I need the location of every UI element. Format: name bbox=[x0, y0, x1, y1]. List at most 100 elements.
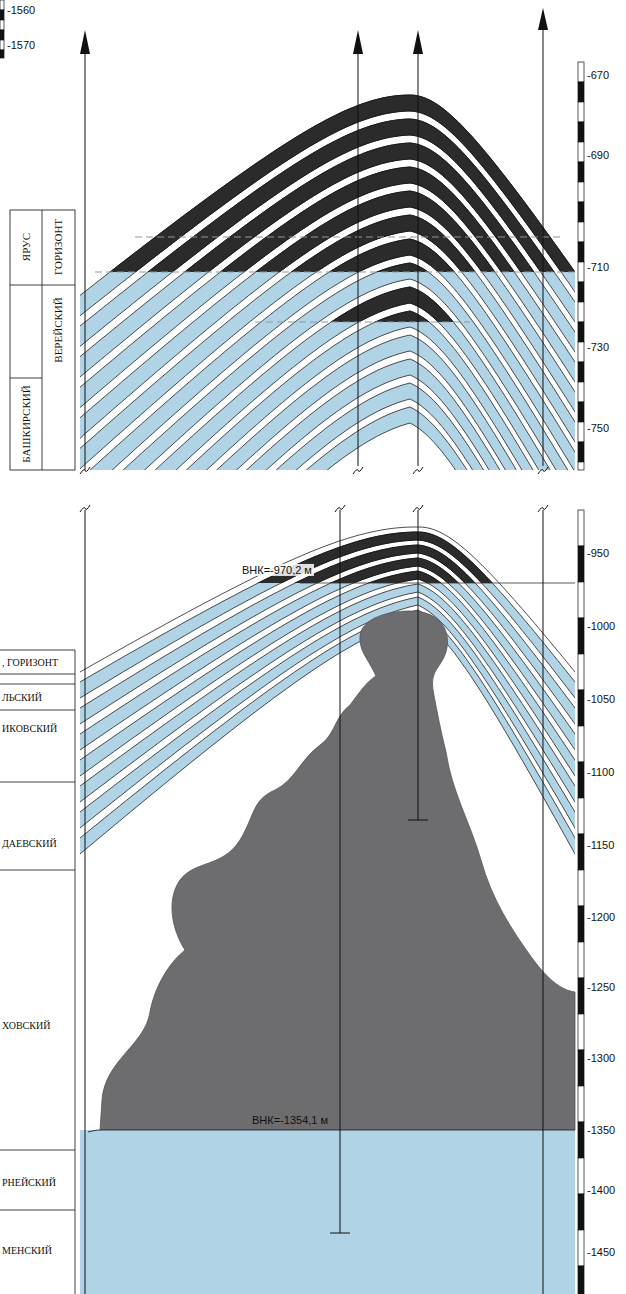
horizon-name: ИКОВСКИЙ bbox=[2, 723, 57, 734]
scale-segment bbox=[578, 1194, 584, 1230]
scale-segment bbox=[578, 582, 584, 618]
scale-segment bbox=[578, 462, 584, 470]
scale-segment bbox=[578, 222, 584, 242]
oil-layer bbox=[255, 311, 470, 322]
scale-segment bbox=[578, 870, 584, 906]
scale-segment bbox=[578, 834, 584, 870]
scale-segment bbox=[0, 20, 4, 30]
scale-segment bbox=[578, 762, 584, 798]
depth-value: -1300 bbox=[587, 1052, 615, 1064]
scale-segment bbox=[578, 690, 584, 726]
depth-value: -1100 bbox=[587, 766, 614, 778]
scale-segment bbox=[578, 1086, 584, 1122]
scale-segment bbox=[0, 10, 4, 20]
wells bbox=[85, 28, 543, 1294]
layers-top bbox=[80, 95, 575, 470]
scale-segment bbox=[578, 142, 584, 162]
scale-segment bbox=[578, 1158, 584, 1194]
strat-table bbox=[0, 210, 75, 1294]
scale-segment bbox=[578, 1050, 584, 1086]
scale-segment bbox=[578, 442, 584, 462]
scale-segment bbox=[578, 942, 584, 978]
depth-value: -1450 bbox=[587, 1246, 615, 1258]
scale-segment bbox=[578, 798, 584, 834]
scale-segment bbox=[578, 282, 584, 302]
scale-segment bbox=[578, 102, 584, 122]
contact-line bbox=[300, 583, 575, 584]
scale-segment bbox=[578, 82, 584, 102]
well-arrows bbox=[80, 8, 548, 54]
depth-value: -1000 bbox=[587, 620, 615, 632]
depth-value: -1250 bbox=[587, 981, 615, 993]
scale-segment bbox=[578, 322, 584, 342]
scale-segment bbox=[578, 302, 584, 322]
oil-layer bbox=[80, 215, 575, 272]
table-header: , ГОРИЗОНТ bbox=[2, 657, 58, 668]
depth-value: -750 bbox=[587, 422, 609, 434]
depth-value: -710 bbox=[587, 261, 609, 273]
reef-base-line bbox=[88, 1130, 575, 1132]
depth-value: -730 bbox=[587, 341, 609, 353]
scale-segment bbox=[578, 510, 584, 546]
oil-layer bbox=[80, 558, 575, 583]
water-zone bbox=[80, 1130, 575, 1294]
scale-segment bbox=[0, 0, 4, 10]
scale-segment bbox=[578, 546, 584, 582]
scale-segment bbox=[578, 182, 584, 202]
horizon-name: ДАЕВСКИЙ bbox=[2, 838, 57, 849]
scale-segment bbox=[578, 1230, 584, 1266]
scale-segment bbox=[578, 906, 584, 942]
scale-segment bbox=[578, 162, 584, 182]
oil-layer bbox=[80, 571, 575, 583]
depth-value: -670 bbox=[587, 69, 609, 81]
stage-name: БАШКИРСКИЙ bbox=[20, 385, 32, 462]
break-marks bbox=[80, 467, 548, 512]
depth-value: -690 bbox=[587, 149, 609, 161]
horizon-name: ХОВСКИЙ bbox=[2, 1020, 50, 1031]
scale-segment bbox=[578, 978, 584, 1014]
scale-segment bbox=[578, 618, 584, 654]
horizon-name: ВЕРЕЙСКИЙ bbox=[52, 297, 64, 362]
depth-value: -1570 bbox=[7, 39, 35, 51]
scale-segment bbox=[0, 50, 4, 58]
scale-segment bbox=[578, 726, 584, 762]
scale-segment bbox=[578, 422, 584, 442]
table-header: ГОРИЗОНТ bbox=[52, 219, 64, 275]
scale-segment bbox=[578, 362, 584, 382]
oil-layer bbox=[255, 287, 470, 322]
scale-segment bbox=[0, 40, 4, 50]
horizon-name: МЕНСКИЙ bbox=[2, 1245, 52, 1256]
depth-scales bbox=[0, 0, 584, 1294]
depth-value: -1400 bbox=[587, 1184, 615, 1196]
scale-segment bbox=[578, 262, 584, 282]
scale-segment bbox=[578, 1122, 584, 1158]
contact-label: ВНК=-1354,1 м bbox=[252, 1114, 328, 1126]
depth-value: -1150 bbox=[587, 839, 614, 851]
depth-value: -1560 bbox=[7, 4, 35, 16]
scale-segment bbox=[578, 402, 584, 422]
scale-segment bbox=[578, 654, 584, 690]
water-layer bbox=[80, 407, 575, 470]
depth-value: -1200 bbox=[587, 911, 615, 923]
scale-segment bbox=[578, 1014, 584, 1050]
oil-layer bbox=[80, 239, 575, 272]
horizon-name: РНЕЙСКИЙ bbox=[2, 1177, 56, 1188]
scale-segment bbox=[578, 242, 584, 262]
horizon-name: ЛЬСКИЙ bbox=[2, 692, 42, 703]
scale-segment bbox=[0, 30, 4, 40]
contact-label: ВНК=-970,2 м bbox=[240, 564, 314, 576]
scale-segment bbox=[578, 342, 584, 362]
scale-segment bbox=[578, 1266, 584, 1294]
depth-value: -1050 bbox=[587, 693, 615, 705]
contact-dashes bbox=[95, 237, 575, 322]
table-header: ЯРУС bbox=[20, 233, 32, 261]
scale-segment bbox=[578, 62, 584, 82]
scale-segment bbox=[578, 122, 584, 142]
scale-segment bbox=[578, 382, 584, 402]
oil-layer bbox=[80, 545, 575, 583]
scale-segment bbox=[578, 202, 584, 222]
oil-layer bbox=[80, 263, 575, 272]
depth-value: -950 bbox=[587, 547, 609, 559]
depth-value: -1350 bbox=[587, 1124, 615, 1136]
